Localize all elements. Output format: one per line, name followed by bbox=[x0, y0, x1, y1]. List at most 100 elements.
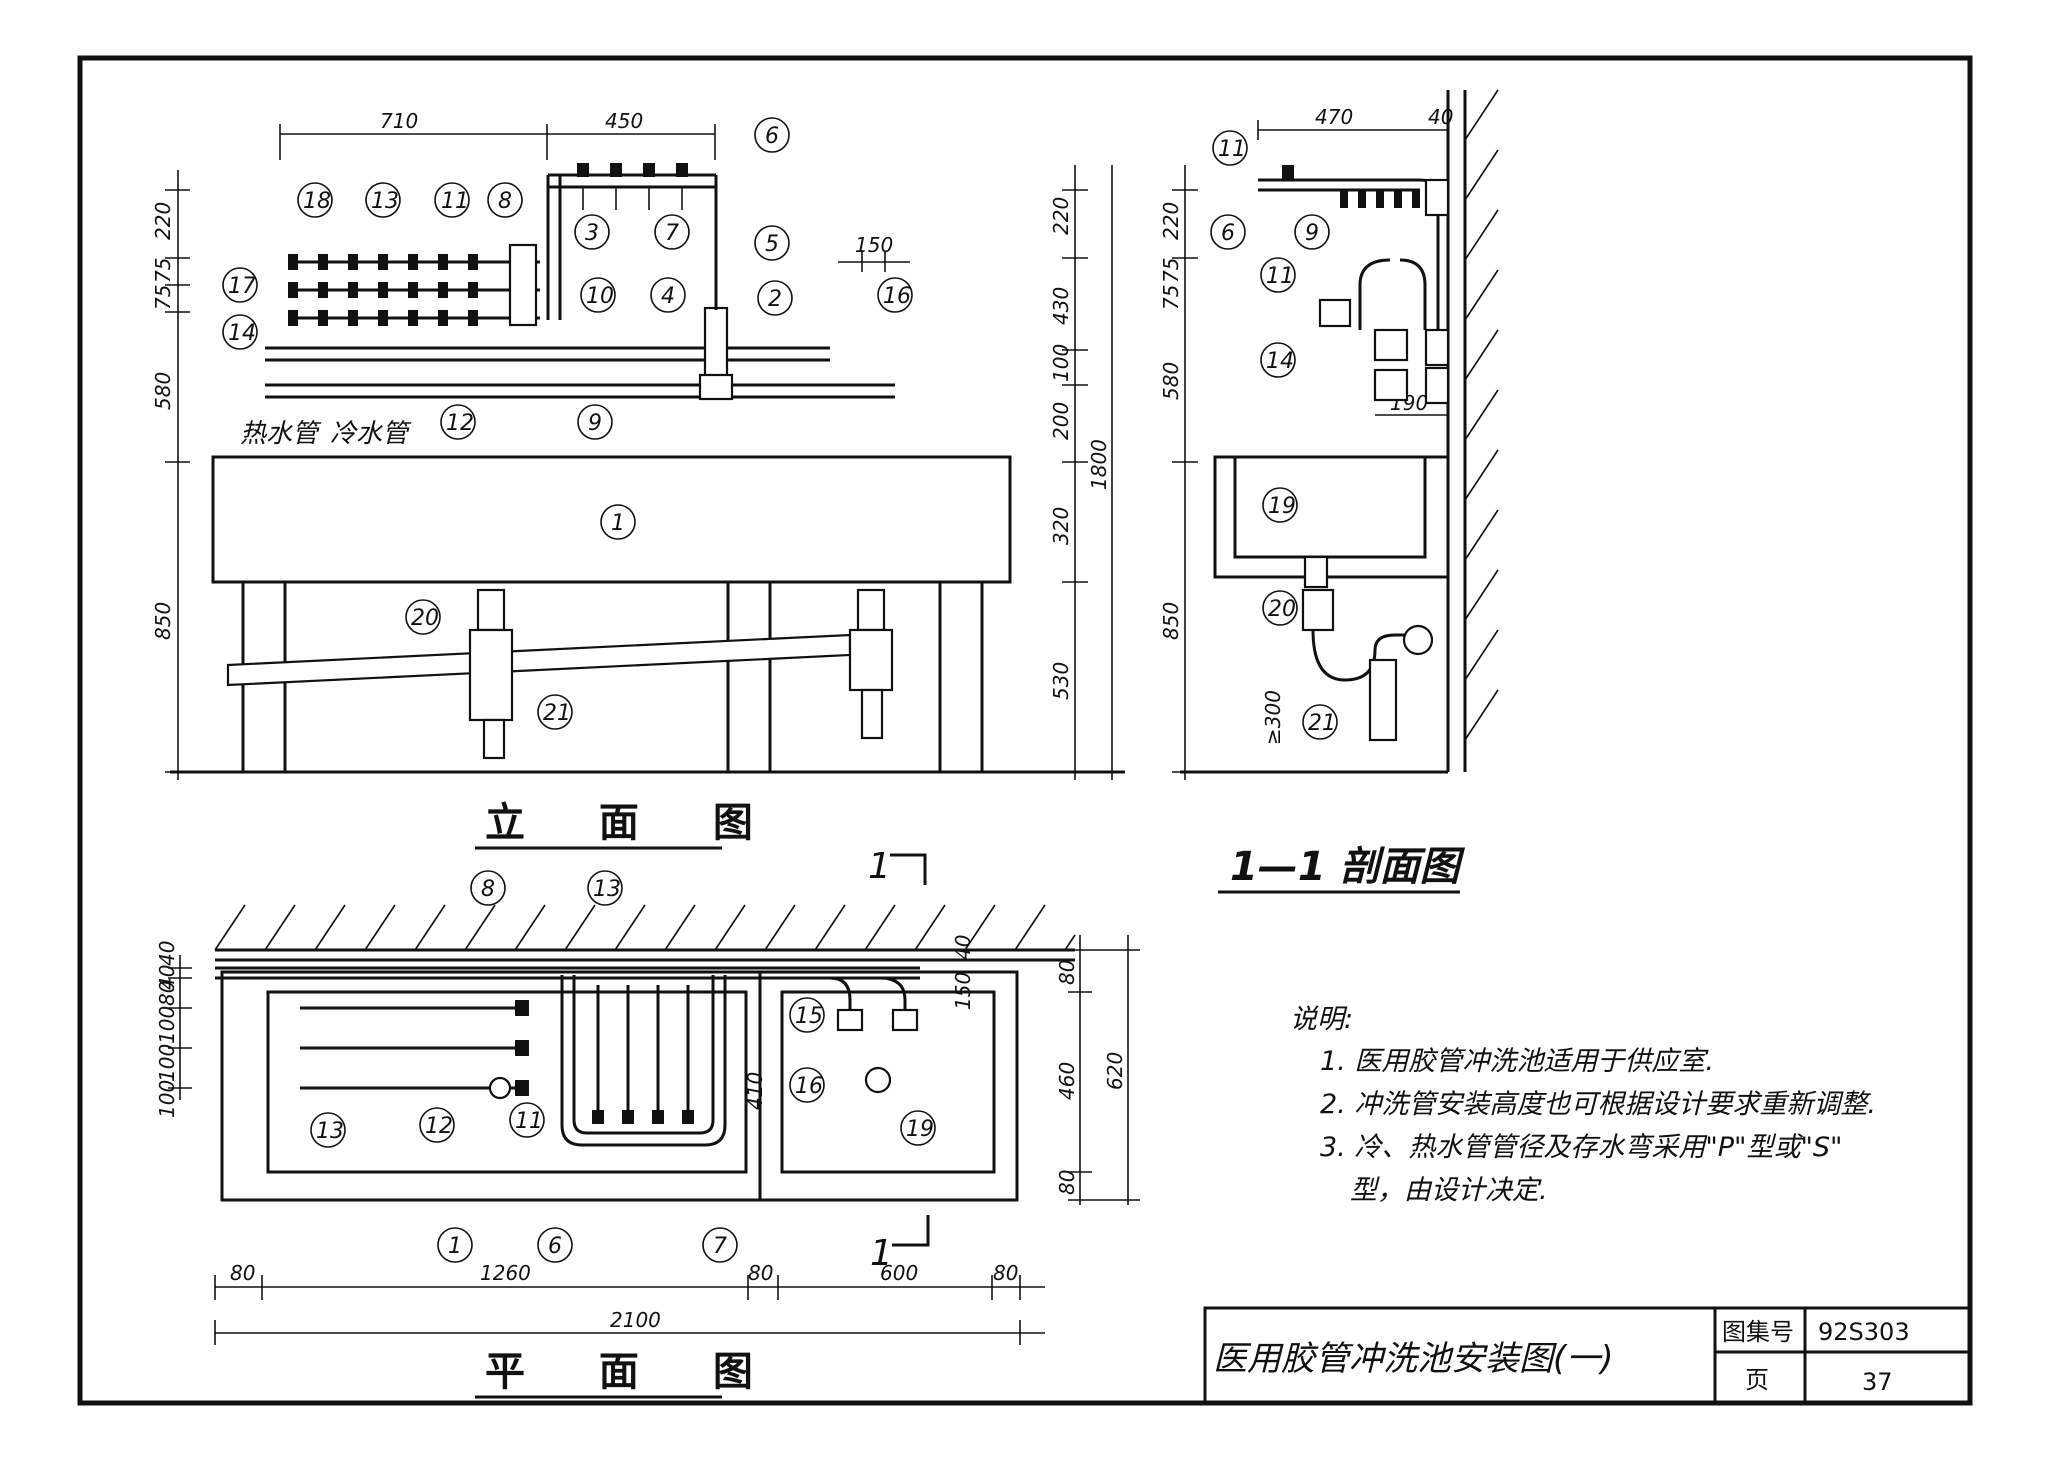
callout-10: 10 bbox=[586, 284, 614, 309]
dim-right-220: 220 bbox=[1049, 197, 1073, 235]
title-block: 医用胶管冲洗池安装图(一) 图集号 92S303 页 37 bbox=[1203, 1306, 1972, 1405]
plan-dim-total-2100: 2100 bbox=[610, 1308, 661, 1332]
callout-1: 1 bbox=[611, 511, 625, 536]
section-callout-9: 9 bbox=[1305, 221, 1319, 246]
label-hot-water-pipe: 热水管 bbox=[240, 419, 322, 449]
plan-dim-100b: 100 bbox=[155, 1044, 179, 1082]
note-1: 1. 医用胶管冲洗池适用于供应室. bbox=[1320, 1046, 1714, 1077]
atlas-label: 图集号 bbox=[1722, 1318, 1794, 1346]
section-dim-470: 470 bbox=[1315, 105, 1353, 129]
dim-right-530: 530 bbox=[1049, 662, 1073, 700]
dim-left-850: 850 bbox=[151, 602, 175, 640]
section-mark-top: 1 bbox=[868, 846, 891, 887]
section-dim-580: 580 bbox=[1159, 362, 1183, 400]
plan-callout-6: 6 bbox=[548, 1234, 562, 1259]
plan-dim-bottom-1260: 1260 bbox=[480, 1261, 531, 1285]
callout-3: 3 bbox=[585, 221, 599, 246]
callout-4: 4 bbox=[661, 284, 675, 309]
section-callout-11a: 11 bbox=[1218, 137, 1246, 162]
note-3: 3. 冷、热水管管径及存水弯采用"P"型或"S" bbox=[1320, 1132, 1842, 1163]
section-callout-20: 20 bbox=[1268, 597, 1296, 622]
plan-callout-19: 19 bbox=[906, 1117, 934, 1142]
note-2: 2. 冲洗管安装高度也可根据设计要求重新调整. bbox=[1320, 1089, 1876, 1120]
callout-11: 11 bbox=[441, 189, 469, 214]
section-dim-300: ≥300 bbox=[1261, 690, 1285, 745]
dim-left-220: 220 bbox=[151, 202, 175, 240]
callout-12: 12 bbox=[446, 411, 474, 436]
plan-callout-13b: 13 bbox=[316, 1119, 344, 1144]
section-dim-850: 850 bbox=[1159, 602, 1183, 640]
plan-dim-bottom-80c: 80 bbox=[993, 1261, 1018, 1285]
dim-left-580: 580 bbox=[151, 372, 175, 410]
dim-710: 710 bbox=[380, 109, 418, 133]
plan-callout-16: 16 bbox=[795, 1074, 823, 1099]
plan-dim-40a: 40 bbox=[155, 941, 179, 966]
section-dim-220: 220 bbox=[1159, 202, 1183, 240]
elevation-view: 710 450 150 220 75 75 580 850 220 430 10… bbox=[151, 109, 1125, 850]
dim-right-200: 200 bbox=[1049, 402, 1073, 440]
page-number: 37 bbox=[1862, 1368, 1893, 1396]
callout-14: 14 bbox=[228, 321, 256, 346]
callout-8: 8 bbox=[498, 189, 512, 214]
dim-right-320: 320 bbox=[1049, 507, 1073, 545]
page-label: 页 bbox=[1745, 1366, 1769, 1394]
dim-left-75a: 75 bbox=[151, 258, 175, 283]
section-mark-bottom: 1 bbox=[870, 1233, 893, 1274]
plan-callout-7: 7 bbox=[713, 1234, 727, 1259]
callout-5: 5 bbox=[765, 232, 779, 257]
plan-callout-13a: 13 bbox=[593, 877, 621, 902]
section-callout-6: 6 bbox=[1221, 221, 1235, 246]
callout-6: 6 bbox=[765, 124, 779, 149]
callout-17: 17 bbox=[228, 274, 256, 299]
dim-150: 150 bbox=[855, 233, 893, 257]
callout-2: 2 bbox=[768, 287, 782, 312]
notes-heading: 说明: bbox=[1290, 1004, 1353, 1035]
plan-dim-bottom-80a: 80 bbox=[230, 1261, 255, 1285]
dim-450: 450 bbox=[605, 109, 643, 133]
note-3-cont: 型，由设计决定. bbox=[1350, 1175, 1548, 1206]
dim-right-430: 430 bbox=[1049, 287, 1073, 325]
callout-7: 7 bbox=[665, 221, 679, 246]
nozzle-rack bbox=[288, 254, 540, 326]
section-callout-19: 19 bbox=[1268, 494, 1296, 519]
basin-elevation bbox=[211, 455, 1012, 584]
plan-dim-150: 150 bbox=[951, 972, 975, 1010]
callout-9: 9 bbox=[588, 411, 602, 436]
notes-block: 说明: 1. 医用胶管冲洗池适用于供应室. 2. 冲洗管安装高度也可根据设计要求… bbox=[1290, 1004, 1876, 1206]
plan-dim-80: 80 bbox=[155, 981, 179, 1006]
section-dim-75a: 75 bbox=[1159, 258, 1183, 283]
section-dim-40: 40 bbox=[1428, 105, 1453, 129]
plan-dim-right-460: 460 bbox=[1055, 1062, 1079, 1100]
sheet-border bbox=[77, 55, 1973, 1406]
dim-left-75b: 75 bbox=[151, 285, 175, 310]
callout-16: 16 bbox=[883, 284, 911, 309]
plan-dim-410: 410 bbox=[743, 1072, 767, 1110]
drawing-title: 医用胶管冲洗池安装图(一) bbox=[1213, 1339, 1614, 1379]
callouts: 18 13 11 8 3 7 6 5 4 2 10 17 14 16 12 9 … bbox=[222, 117, 1338, 1263]
plan-callout-11: 11 bbox=[515, 1109, 543, 1134]
section-view: 470 40 220 75 75 580 850 190 ≥300 bbox=[1159, 89, 1499, 894]
plan-dim-right-80a: 80 bbox=[1055, 960, 1079, 985]
label-cold-water-pipe: 冷水管 bbox=[330, 419, 412, 449]
plan-dim-100a: 100 bbox=[155, 1006, 179, 1044]
plan-dim-right-620: 620 bbox=[1103, 1052, 1127, 1090]
atlas-number: 92S303 bbox=[1818, 1318, 1910, 1346]
plan-dim-40c: 40 bbox=[951, 935, 975, 960]
section-callout-11b: 11 bbox=[1266, 264, 1294, 289]
callout-21: 21 bbox=[543, 701, 571, 726]
callout-13: 13 bbox=[371, 189, 399, 214]
dim-right-100: 100 bbox=[1049, 344, 1073, 382]
section-dim-75b: 75 bbox=[1159, 285, 1183, 310]
dim-total-1800: 1800 bbox=[1087, 439, 1111, 490]
plan-callout-15: 15 bbox=[795, 1004, 823, 1029]
callout-18: 18 bbox=[303, 189, 331, 214]
plan-callout-1: 1 bbox=[448, 1234, 462, 1259]
section-callout-21: 21 bbox=[1308, 711, 1336, 736]
plan-dim-40b: 40 bbox=[155, 965, 179, 990]
plan-dim-100c: 100 bbox=[155, 1080, 179, 1118]
section-callout-14: 14 bbox=[1266, 349, 1294, 374]
plan-title: 平 面 图 bbox=[485, 1349, 783, 1395]
plan-dim-bottom-80b: 80 bbox=[748, 1261, 773, 1285]
plan-dim-bottom-600: 600 bbox=[880, 1261, 918, 1285]
